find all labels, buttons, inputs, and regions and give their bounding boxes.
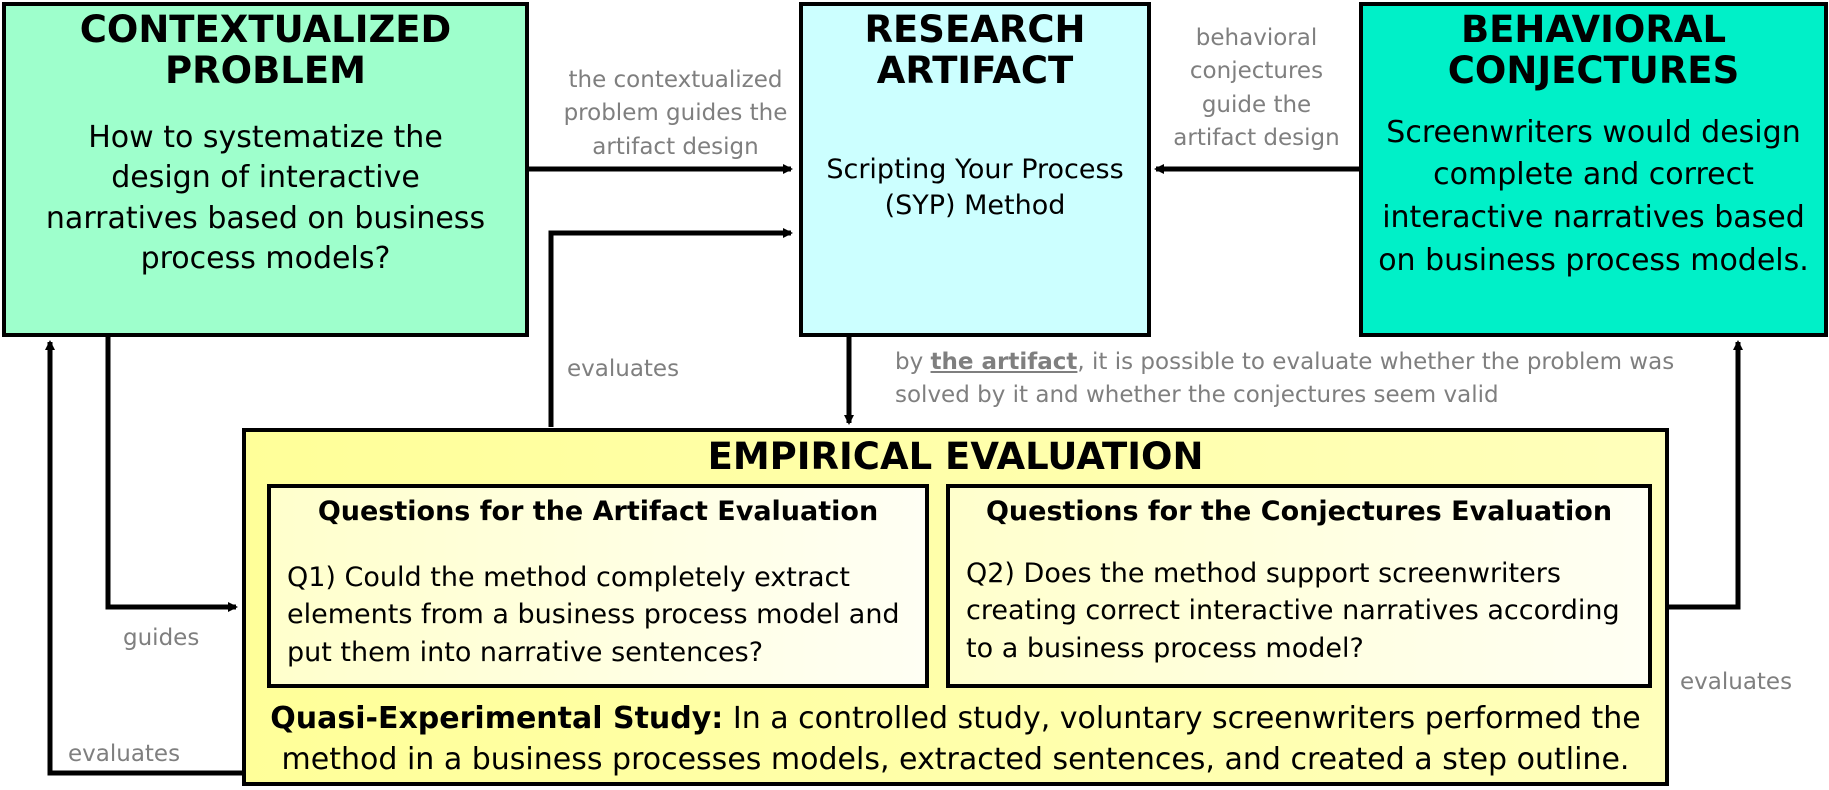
quasi-experimental-study: Quasi-Experimental Study: In a controlle… xyxy=(262,698,1649,781)
conjectures-questions-box: Questions for the Conjectures Evaluation… xyxy=(946,484,1652,688)
arrow-evaluation-to-problem xyxy=(45,340,243,776)
artifact-question-q1: Q1) Could the method completely extract … xyxy=(287,562,900,668)
behavioral-conjectures-box: BEHAVIORAL CONJECTURES Screenwriters wou… xyxy=(1359,2,1828,337)
problem-title: CONTEXTUALIZED PROBLEM xyxy=(6,9,525,92)
label-problem-guides-artifact: the contextualized problem guides the ar… xyxy=(563,67,788,160)
conjectures-statement: Screenwriters would design complete and … xyxy=(1378,114,1809,278)
conjectures-questions-title: Questions for the Conjectures Evaluation xyxy=(985,496,1613,527)
problem-question: How to systematize the design of interac… xyxy=(45,119,486,277)
artifact-method: Scripting Your Process (SYP) Method xyxy=(826,153,1124,222)
conjectures-title-line1: BEHAVIORAL xyxy=(1460,8,1727,51)
arrow-problem-to-evaluation xyxy=(105,336,238,612)
arrow-evaluation-to-artifact xyxy=(548,228,793,427)
by-artifact-rest: , it is possible to evaluate whether the… xyxy=(895,349,1675,409)
label-evaluates-conjectures: evaluates xyxy=(1680,669,1793,695)
problem-title-line1: CONTEXTUALIZED xyxy=(79,8,452,51)
artifact-questions-title: Questions for the Artifact Evaluation xyxy=(317,496,879,527)
label-guides: guides xyxy=(123,625,200,651)
label-by-the-artifact: by the artifact, it is possible to evalu… xyxy=(895,346,1695,413)
study-label: Quasi-Experimental Study: xyxy=(270,701,724,736)
label-evaluates-problem: evaluates xyxy=(68,741,181,767)
problem-title-line2: PROBLEM xyxy=(165,49,366,93)
conjectures-question-q2: Q2) Does the method support screenwriter… xyxy=(966,558,1620,664)
artifact-title-line1: RESEARCH xyxy=(864,8,1086,51)
research-artifact-box: RESEARCH ARTIFACT Scripting Your Process… xyxy=(799,2,1151,337)
label-evaluates-artifact: evaluates xyxy=(567,356,680,382)
label-conjectures-guide-artifact: behavioral conjectures guide the artifac… xyxy=(1173,25,1340,152)
study-description: In a controlled study, voluntary screenw… xyxy=(281,701,1641,778)
artifact-questions-box: Questions for the Artifact Evaluation Q1… xyxy=(267,484,929,688)
arrow-evaluation-to-conjectures xyxy=(1669,340,1743,610)
conjectures-title-line2: CONJECTURES xyxy=(1447,49,1740,93)
artifact-title-line2: ARTIFACT xyxy=(876,49,1074,93)
conjectures-title: BEHAVIORAL CONJECTURES xyxy=(1363,9,1824,92)
contextualized-problem-box: CONTEXTUALIZED PROBLEM How to systematiz… xyxy=(2,2,529,337)
artifact-title: RESEARCH ARTIFACT xyxy=(803,9,1147,92)
by-artifact-prefix: by xyxy=(895,349,931,375)
empirical-evaluation-box: EMPIRICAL EVALUATION Questions for the A… xyxy=(242,428,1669,786)
by-artifact-emphasis: the artifact xyxy=(930,349,1078,375)
evaluation-title: EMPIRICAL EVALUATION xyxy=(707,435,1204,478)
